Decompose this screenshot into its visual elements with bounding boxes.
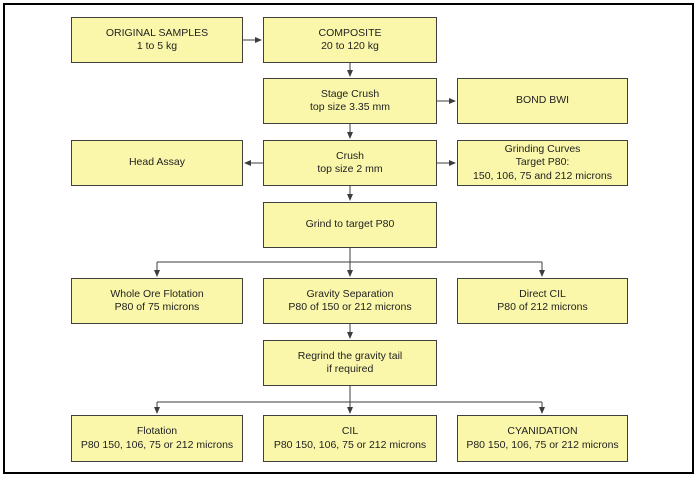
node-line: Gravity Separation — [306, 287, 394, 300]
node-head-assay: Head Assay — [71, 140, 243, 186]
node-bond-bwi: BOND BWI — [457, 78, 628, 124]
node-line: Crush — [335, 149, 364, 162]
node-whole-ore-flotation: Whole Ore Flotation P80 of 75 microns — [71, 278, 243, 324]
node-line: CYANIDATION — [507, 425, 578, 437]
node-line: Head Assay — [128, 156, 186, 169]
node-line: 1 to 5 kg — [136, 40, 178, 52]
node-line: Direct CIL — [519, 287, 566, 300]
node-line: Whole Ore Flotation — [110, 287, 204, 300]
node-regrind-gravity-tail: Regrind the gravity tail if required — [263, 340, 437, 386]
node-line: Grind to target P80 — [305, 218, 395, 231]
node-line: Stage Crush — [320, 87, 380, 100]
node-line: CIL — [341, 425, 359, 437]
node-direct-cil: Direct CIL P80 of 212 microns — [457, 278, 628, 324]
node-original-samples: ORIGINAL SAMPLES 1 to 5 kg — [71, 17, 243, 63]
node-line: Flotation — [136, 425, 178, 437]
node-cyanidation: CYANIDATION P80 150, 106, 75 or 212 micr… — [457, 415, 628, 462]
node-line: P80 of 75 microns — [114, 301, 200, 313]
node-line: BOND BWI — [515, 94, 570, 107]
node-line: top size 3.35 mm — [310, 101, 390, 113]
node-composite: COMPOSITE 20 to 120 kg — [263, 17, 437, 63]
node-line: Grinding Curves — [504, 142, 581, 155]
node-line: P80 150, 106, 75 or 212 microns — [273, 438, 427, 451]
node-gravity-separation: Gravity Separation P80 of 150 or 212 mic… — [263, 278, 437, 324]
node-line: P80 of 212 microns — [497, 301, 588, 313]
node-line: P80 150, 106, 75 or 212 microns — [80, 438, 234, 451]
node-line: 20 to 120 kg — [321, 40, 379, 52]
node-cil: CIL P80 150, 106, 75 or 212 microns — [263, 415, 437, 462]
node-line: P80 150, 106, 75 or 212 microns — [466, 438, 619, 451]
node-line: Target P80: — [515, 156, 570, 169]
node-crush: Crush top size 2 mm — [263, 140, 437, 186]
node-grinding-curves: Grinding Curves Target P80: 150, 106, 75… — [457, 140, 628, 186]
node-line: P80 of 150 or 212 microns — [288, 301, 412, 313]
node-stage-crush: Stage Crush top size 3.35 mm — [263, 78, 437, 124]
node-line: top size 2 mm — [317, 163, 383, 175]
node-grind-to-target-p80: Grind to target P80 — [263, 202, 437, 248]
node-line: if required — [326, 363, 374, 375]
node-line: COMPOSITE — [318, 26, 382, 39]
node-line: Regrind the gravity tail — [297, 349, 403, 362]
node-line: ORIGINAL SAMPLES — [105, 26, 209, 39]
node-line: 150, 106, 75 and 212 microns — [473, 169, 612, 182]
node-flotation: Flotation P80 150, 106, 75 or 212 micron… — [71, 415, 243, 462]
